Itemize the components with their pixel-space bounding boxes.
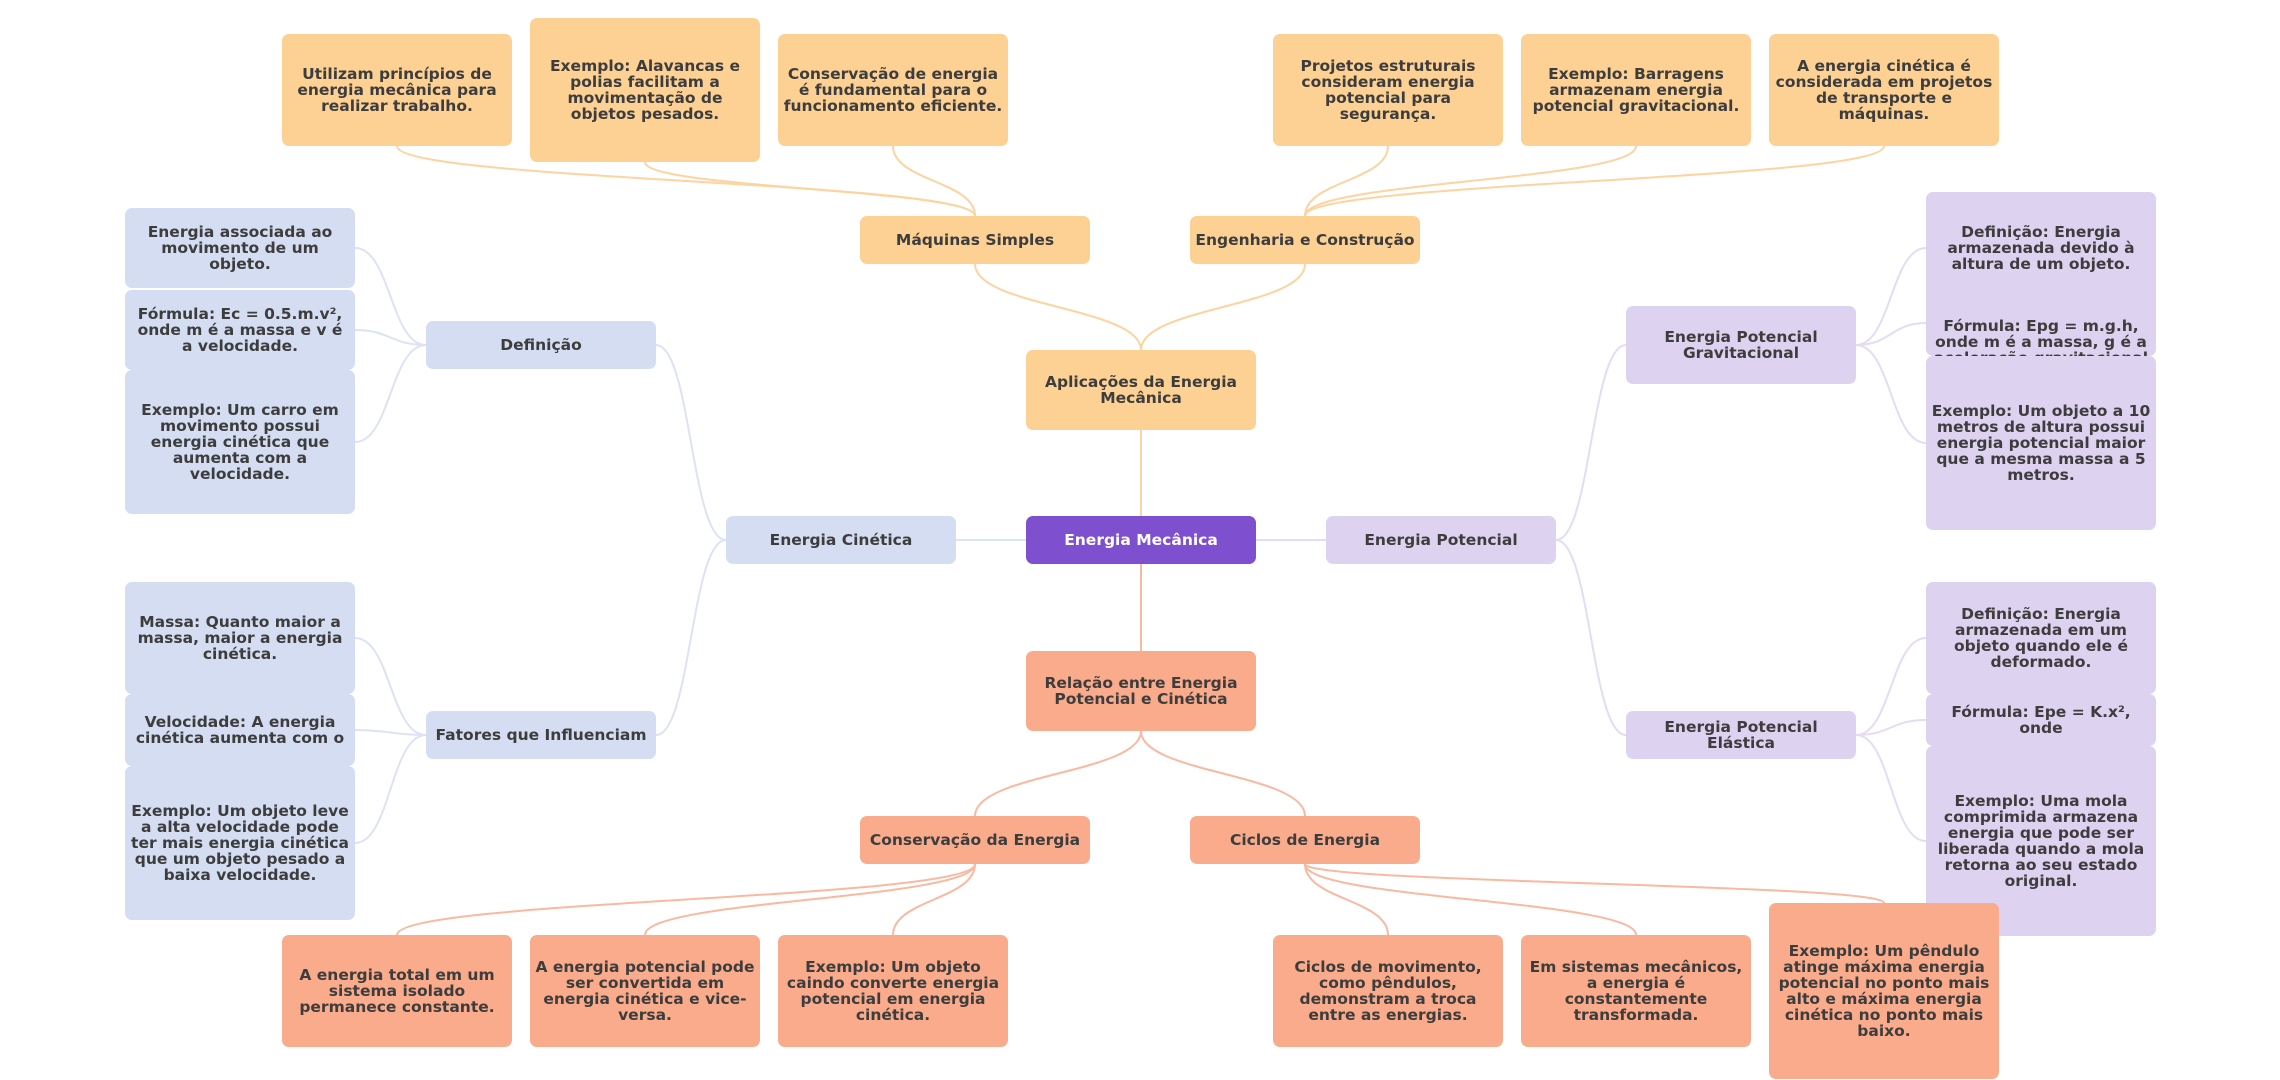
simple-machines-item-2[interactable]: Exemplo: Alavancas e polias facilitam a … (530, 18, 760, 162)
link-potential-gravitational (1555, 344, 1627, 541)
simple-machines-item-1[interactable]: Utilizam princípios de energia mecânica … (282, 34, 512, 146)
engineering-item-3[interactable]: A energia cinética é considerada em proj… (1769, 34, 1999, 146)
kinetic-factors-node[interactable]: Fatores que Influenciam (426, 711, 656, 759)
link-machines-item-3 (892, 145, 976, 217)
engineering-item-2[interactable]: Exemplo: Barragens armazenam energia pot… (1521, 34, 1751, 146)
link-elastic-item-2 (1855, 719, 1927, 736)
applications-node[interactable]: Aplicações da Energia Mecânica (1026, 350, 1256, 430)
link-definition-item-1 (354, 247, 427, 346)
link-engineering-item-3 (1304, 145, 1885, 217)
link-elastic-item-1 (1855, 637, 1927, 736)
kinetic-factors-item-1[interactable]: Massa: Quanto maior a massa, maior a ene… (125, 582, 355, 694)
link-kinetic-definition (655, 344, 727, 541)
cycles-item-1[interactable]: Ciclos de movimento, como pêndulos, demo… (1273, 935, 1503, 1047)
elastic-item-2[interactable]: Fórmula: Epe = K.x², onde (1926, 694, 2156, 746)
link-conservation-item-2 (644, 863, 976, 936)
link-cycles-item-1 (1304, 863, 1389, 936)
engineering-item-1[interactable]: Projetos estruturais consideram energia … (1273, 34, 1503, 146)
link-engineering-item-2 (1304, 145, 1637, 217)
simple-machines-item-3[interactable]: Conservação de energia é fundamental par… (778, 34, 1008, 146)
link-engineering-item-1 (1304, 145, 1389, 217)
link-gravitational-item-2 (1855, 322, 1927, 346)
conservation-item-3[interactable]: Exemplo: Um objeto caindo converte energ… (778, 935, 1008, 1047)
kinetic-definition-item-3[interactable]: Exemplo: Um carro em movimento possui en… (125, 370, 355, 514)
link-definition-item-2 (354, 329, 427, 346)
kinetic-definition-item-1[interactable]: Energia associada ao movimento de um obj… (125, 208, 355, 288)
cycles-node[interactable]: Ciclos de Energia (1190, 816, 1420, 864)
kinetic-definition-node[interactable]: Definição (426, 321, 656, 369)
potential-energy-node[interactable]: Energia Potencial (1326, 516, 1556, 564)
conservation-item-1[interactable]: A energia total em um sistema isolado pe… (282, 935, 512, 1047)
simple-machines-node[interactable]: Máquinas Simples (860, 216, 1090, 264)
elastic-item-1[interactable]: Definição: Energia armazenada em um obje… (1926, 582, 2156, 694)
link-elastic-item-3 (1855, 734, 1927, 842)
link-applications-engineering (1140, 263, 1306, 351)
link-machines-item-2 (644, 161, 976, 217)
link-relation-conservation (974, 730, 1142, 817)
link-factors-item-2 (354, 729, 427, 736)
link-conservation-item-3 (892, 863, 976, 936)
gravitational-item-2[interactable]: Fórmula: Epg = m.g.h, onde m é a massa, … (1926, 290, 2156, 356)
kinetic-factors-item-2[interactable]: Velocidade: A energia cinética aumenta c… (125, 694, 355, 766)
conservation-item-2[interactable]: A energia potencial pode ser convertida … (530, 935, 760, 1047)
link-relation-cycles (1140, 730, 1306, 817)
link-cycles-item-3 (1304, 863, 1885, 904)
link-factors-item-1 (354, 637, 427, 736)
kinetic-factors-item-3[interactable]: Exemplo: Um objeto leve a alta velocidad… (125, 766, 355, 920)
link-definition-item-3 (354, 344, 427, 443)
cycles-item-3[interactable]: Exemplo: Um pêndulo atinge máxima energi… (1769, 903, 1999, 1079)
kinetic-energy-node[interactable]: Energia Cinética (726, 516, 956, 564)
cycles-item-2[interactable]: Em sistemas mecânicos, a energia é const… (1521, 935, 1751, 1047)
relation-node[interactable]: Relação entre Energia Potencial e Cinéti… (1026, 651, 1256, 731)
gravitational-item-3[interactable]: Exemplo: Um objeto a 10 metros de altura… (1926, 356, 2156, 530)
link-kinetic-factors (655, 539, 727, 736)
link-factors-item-3 (354, 734, 427, 844)
gravitational-potential-node[interactable]: Energia Potencial Gravitacional (1626, 306, 1856, 384)
kinetic-definition-item-2[interactable]: Fórmula: Ec = 0.5.m.v², onde m é a massa… (125, 290, 355, 370)
conservation-node[interactable]: Conservação da Energia (860, 816, 1090, 864)
gravitational-item-1[interactable]: Definição: Energia armazenada devido à a… (1926, 192, 2156, 304)
elastic-potential-node[interactable]: Energia Potencial Elástica (1626, 711, 1856, 759)
link-applications-machines (974, 263, 1142, 351)
central-node[interactable]: Energia Mecânica (1026, 516, 1256, 564)
link-cycles-item-2 (1304, 863, 1637, 936)
engineering-node[interactable]: Engenharia e Construção (1190, 216, 1420, 264)
link-conservation-item-1 (396, 863, 976, 936)
link-potential-elastic (1555, 539, 1627, 736)
link-gravitational-item-1 (1855, 247, 1927, 346)
link-gravitational-item-3 (1855, 344, 1927, 444)
